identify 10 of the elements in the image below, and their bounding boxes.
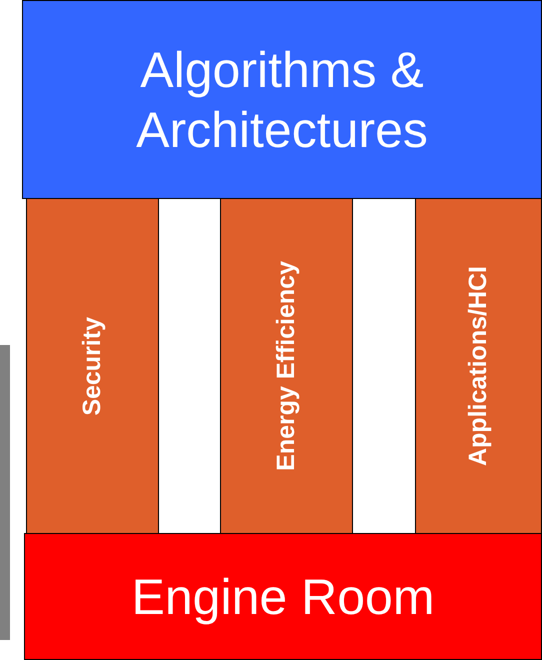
layer-label: Algorithms & Architectures: [135, 40, 429, 160]
column-box: [220, 198, 353, 534]
column-label: Security: [78, 316, 107, 416]
column-label: Applications/HCI: [464, 266, 493, 466]
column-box: [26, 198, 159, 534]
layer-label: Engine Room: [130, 568, 436, 626]
layer-box: [22, 0, 542, 199]
column-box: [415, 198, 542, 534]
layer-box: [24, 533, 542, 660]
column-label: Energy Efficiency: [272, 261, 301, 471]
